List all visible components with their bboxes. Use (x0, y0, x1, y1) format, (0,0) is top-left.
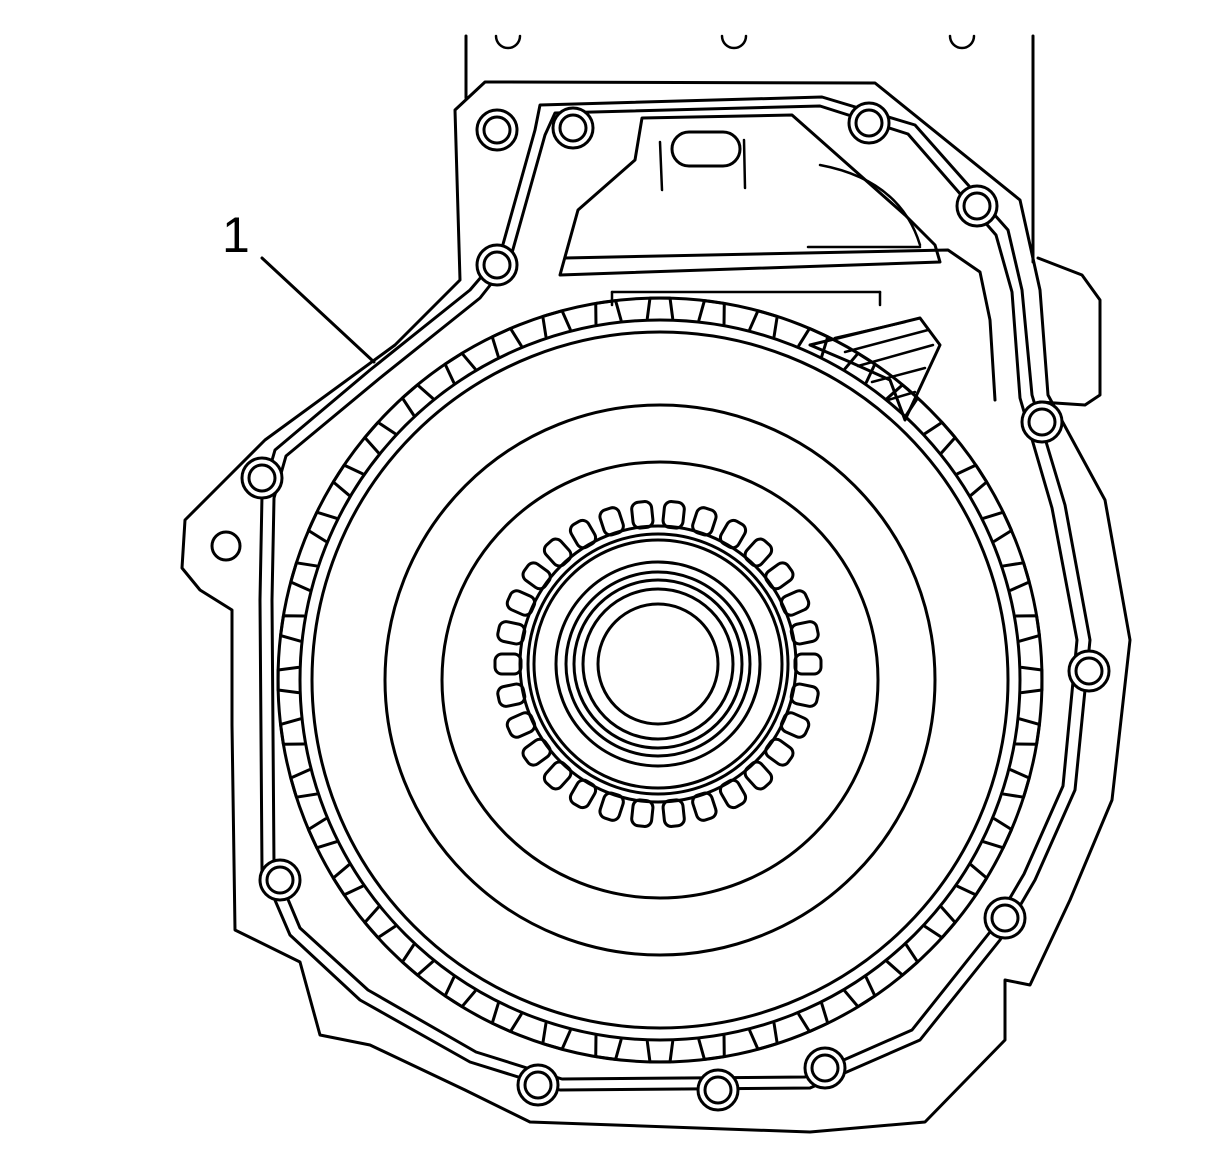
gear-tooth (645, 1040, 675, 1064)
bearing-roller (793, 652, 823, 676)
bolt-hole (990, 903, 1020, 933)
housing-flange-outline (180, 80, 1132, 1134)
bolt-hole (482, 250, 512, 280)
gear-tooth (331, 863, 365, 897)
bearing-roller (505, 711, 537, 739)
bearing-roller (779, 711, 811, 739)
callout-1: 1 (222, 207, 376, 364)
gear-tooth (923, 905, 957, 940)
bearing-roller (505, 589, 537, 617)
bearing-roller (521, 737, 552, 767)
bolt-hole (482, 115, 512, 145)
bearing-roller (630, 798, 655, 828)
bearing-roller (542, 760, 573, 791)
gear-tooth (331, 463, 365, 497)
gear-tooth (645, 296, 675, 320)
gear-tooth (443, 975, 477, 1009)
bearing-rollers (493, 500, 823, 828)
bolt-hole (265, 865, 295, 895)
bolt-hole (962, 191, 992, 221)
gear-tooth (885, 943, 920, 977)
upper-cavity (558, 113, 997, 402)
bearing-roller (743, 760, 774, 791)
bearing-roller (779, 589, 811, 617)
ring-gear (276, 296, 1044, 1064)
gear-tooth (306, 510, 338, 543)
gear-tooth (363, 905, 397, 940)
gear-tooth (797, 1002, 830, 1034)
ring-gear-teeth (276, 296, 1044, 1064)
callout-label: 1 (222, 207, 250, 263)
bearing-roller (718, 778, 748, 810)
flange-bolt-holes (210, 101, 1111, 1112)
gear-tooth (400, 943, 435, 977)
bearing-roller (661, 798, 686, 828)
gear-tooth (276, 665, 300, 695)
gear-tooth (306, 817, 338, 850)
gear-tooth (400, 383, 435, 417)
bearing-roller (764, 561, 795, 591)
bolt-hole (703, 1075, 733, 1105)
differential-bearing (518, 524, 798, 804)
bearing-roller (764, 737, 795, 767)
gear-tooth (490, 326, 523, 358)
gear-tooth (982, 817, 1014, 850)
bolt-hole (558, 113, 588, 143)
axle-bore (596, 602, 720, 726)
bearing-roller (568, 518, 598, 550)
bolt-hole (247, 463, 277, 493)
bearing-roller (661, 500, 686, 530)
gear-tooth (1020, 665, 1044, 695)
gear-tooth (443, 351, 477, 385)
gear-tooth (363, 420, 397, 455)
bearing-roller (493, 652, 523, 676)
gear-tooth (955, 463, 989, 497)
gear-tooth (923, 420, 957, 455)
gasket-groove (258, 95, 1092, 1092)
bolt-hole (523, 1070, 553, 1100)
gear-tooth (490, 1002, 523, 1034)
upper-housing (464, 34, 1035, 264)
bolt-hole (210, 530, 242, 562)
bolt-hole (854, 108, 884, 138)
bearing-roller (521, 561, 552, 591)
bearing-roller (743, 537, 774, 568)
callout-leader-line (260, 256, 376, 364)
bearing-roller (630, 500, 655, 530)
oil-slot (670, 130, 742, 168)
bolt-hole (1074, 656, 1104, 686)
gear-tooth (982, 510, 1014, 543)
gear-tooth (955, 863, 989, 897)
bearing-roller (568, 778, 598, 810)
bearing-roller (542, 537, 573, 568)
bolt-hole (1027, 407, 1057, 437)
side-boss (1036, 256, 1102, 407)
bearing-roller (718, 518, 748, 550)
bolt-hole (810, 1053, 840, 1083)
gear-tooth (843, 975, 877, 1009)
